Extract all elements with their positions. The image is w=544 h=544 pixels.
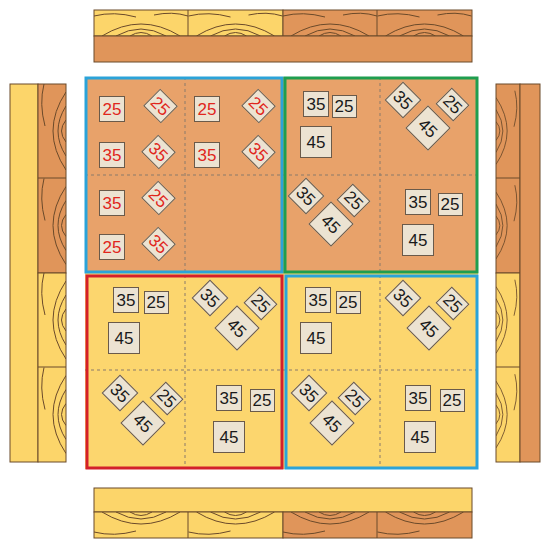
size-number: 25 (253, 392, 272, 409)
size-tag: 35 (405, 385, 431, 411)
size-tag: 35 (405, 189, 431, 215)
size-tag: 35 (216, 385, 242, 411)
size-number: 45 (307, 134, 326, 151)
size-number: 35 (409, 194, 428, 211)
size-number: 35 (103, 147, 122, 164)
size-number: 35 (220, 390, 239, 407)
size-number: 25 (441, 196, 460, 213)
size-number: 45 (415, 115, 440, 140)
size-number: 35 (409, 390, 428, 407)
size-number: 35 (103, 195, 122, 212)
size-tag: 45 (402, 224, 434, 256)
size-tag: 45 (300, 126, 332, 158)
size-tag: 25 (438, 193, 463, 216)
size-number: 25 (147, 294, 166, 311)
size-tag: 25 (440, 389, 465, 412)
size-number: 25 (339, 294, 358, 311)
size-number: 25 (103, 239, 122, 256)
size-number: 45 (115, 330, 134, 347)
size-number: 35 (390, 87, 415, 112)
size-tag: 25 (332, 95, 357, 118)
size-tag: 25 (336, 291, 361, 314)
size-number: 35 (390, 285, 415, 310)
size-number: 45 (319, 410, 344, 435)
size-tag: 35 (99, 190, 125, 216)
size-number: 35 (197, 285, 222, 310)
size-tag: 35 (303, 91, 329, 117)
size-number: 25 (443, 392, 462, 409)
size-tag: 35 (305, 287, 331, 313)
size-number: 45 (220, 429, 239, 446)
size-tag: 25 (99, 234, 125, 260)
size-number: 35 (296, 380, 321, 405)
size-tag: 45 (213, 421, 245, 453)
size-number: 45 (224, 315, 249, 340)
size-tag: 45 (108, 322, 140, 354)
size-tag: 35 (113, 287, 139, 313)
size-number: 25 (103, 101, 122, 118)
size-number: 35 (293, 183, 318, 208)
size-number: 25 (335, 98, 354, 115)
size-number: 45 (307, 330, 326, 347)
size-tag: 35 (194, 142, 220, 168)
size-number: 45 (130, 410, 155, 435)
size-number: 45 (416, 315, 441, 340)
size-tag: 25 (194, 96, 220, 122)
size-number: 25 (198, 101, 217, 118)
size-number: 35 (198, 147, 217, 164)
size-number: 35 (309, 292, 328, 309)
size-number: 35 (107, 380, 132, 405)
size-tag: 45 (404, 421, 436, 453)
size-number: 35 (307, 96, 326, 113)
size-tag: 35 (99, 142, 125, 168)
size-number: 45 (409, 232, 428, 249)
size-tag: 25 (144, 291, 169, 314)
size-tag: 45 (300, 322, 332, 354)
size-tag: 25 (250, 389, 275, 412)
size-number: 45 (411, 429, 430, 446)
size-number: 45 (318, 211, 343, 236)
size-number: 35 (117, 292, 136, 309)
size-tag: 25 (99, 96, 125, 122)
